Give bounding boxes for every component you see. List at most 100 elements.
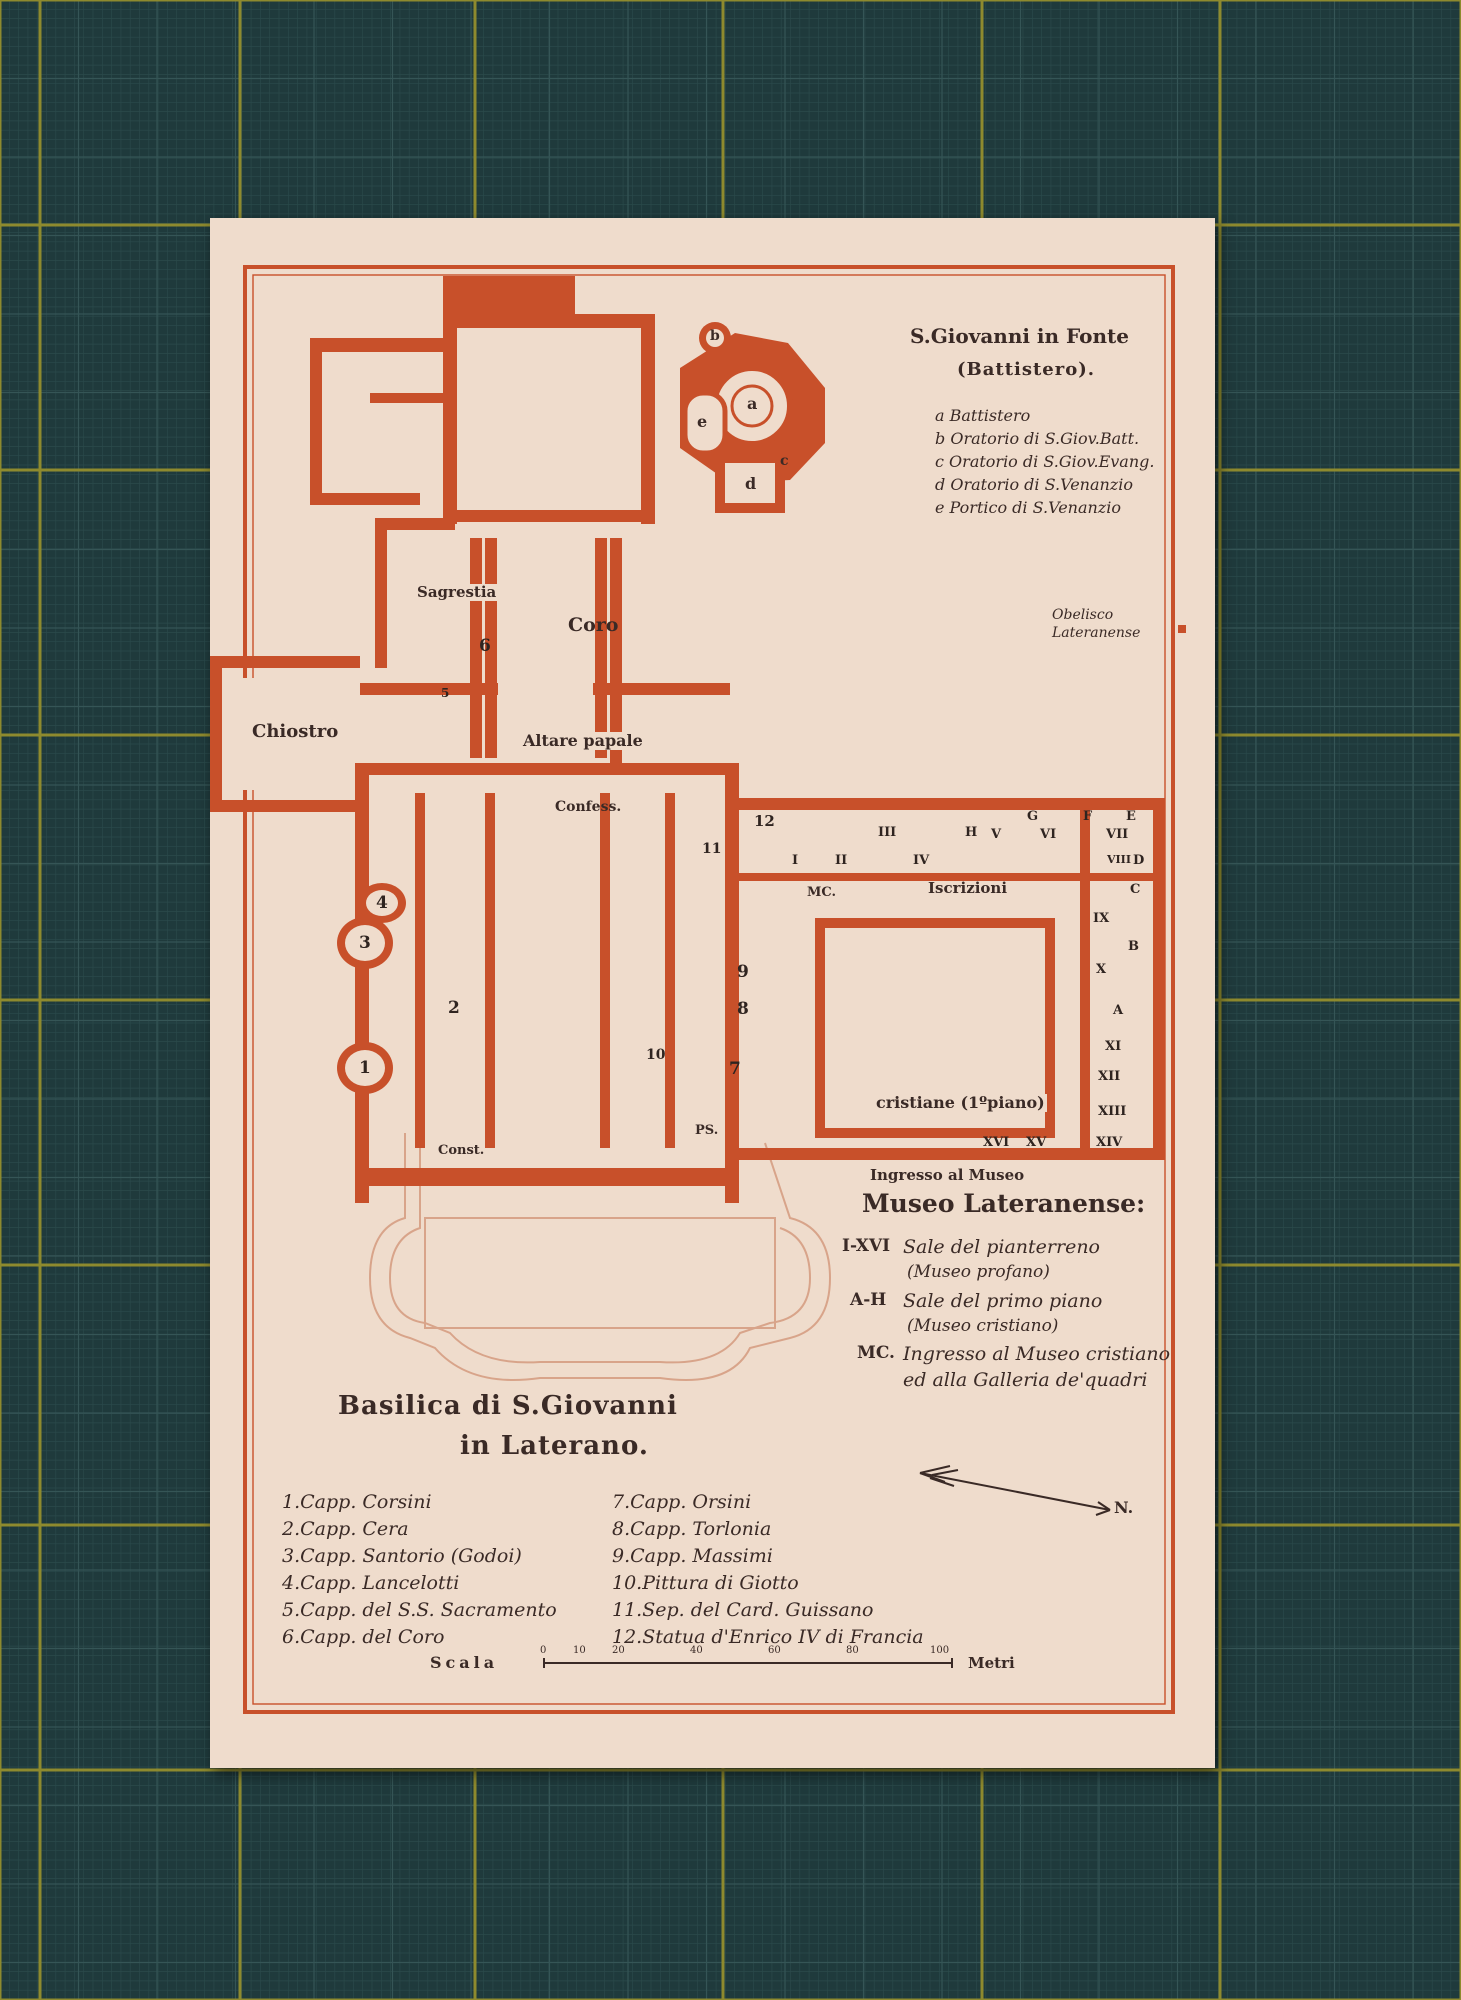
museum-key-3: A-H: [850, 1290, 887, 1310]
baptistery-title: S.Giovanni in Fonte: [910, 324, 1129, 348]
museum-room-II: II: [835, 853, 848, 868]
museum-text-2: (Museo profano): [907, 1262, 1050, 1282]
chapel-legend-9: 9.Capp. Massimi: [612, 1545, 773, 1567]
scale-tick-100: 100: [930, 1645, 950, 1656]
museum-room-XIII: XIII: [1098, 1104, 1127, 1119]
museum-room-A: A: [1113, 1003, 1124, 1018]
baptistery-legend-c: c Oratorio di S.Giov.Evang.: [935, 452, 1155, 471]
chapel-legend-8: 8.Capp. Torlonia: [612, 1518, 772, 1540]
museum-room-X: X: [1096, 962, 1107, 977]
baptistery-letter-e: e: [697, 412, 708, 431]
museum-key-5: MC.: [857, 1343, 895, 1363]
room-iscrizioni: Iscrizioni: [926, 879, 1010, 897]
museum-text-5: Ingresso al Museo cristiano: [903, 1343, 1171, 1365]
scale-tick-0: 0: [540, 1645, 547, 1656]
map-sheet: S.Giovanni in Fonte (Battistero). a Batt…: [210, 218, 1215, 1768]
museum-room-IX: IX: [1093, 911, 1110, 926]
chapel-2: 2: [448, 998, 460, 1018]
museum-text-1: Sale del pianterreno: [903, 1236, 1100, 1258]
chapel-7: 7: [729, 1059, 741, 1079]
museum-room-XIV: XIV: [1096, 1135, 1123, 1150]
museum-room-XV: XV: [1026, 1135, 1047, 1150]
chapel-8: 8: [737, 999, 749, 1019]
chapel-1: 1: [359, 1058, 371, 1078]
scale-bar: [543, 1658, 953, 1668]
museum-room-C: C: [1130, 882, 1141, 897]
museum-room-I: I: [792, 853, 799, 868]
chapel-9: 9: [737, 962, 749, 982]
baptistery-legend-b: b Oratorio di S.Giov.Batt.: [935, 429, 1140, 448]
room-ingresso: Ingresso al Museo: [870, 1166, 1025, 1184]
scale-tick-60: 60: [768, 1645, 781, 1656]
building-interiors: [235, 331, 1042, 1143]
forecourt: [368, 1133, 832, 1381]
floor-plan: [210, 265, 1186, 1714]
room-chiostro: Chiostro: [252, 721, 339, 742]
baptistery-letter-b: b: [710, 328, 720, 344]
room-altare: Altare papale: [520, 732, 646, 750]
museum-room-XI: XI: [1105, 1039, 1122, 1054]
chapel-6: 6: [479, 636, 491, 656]
museum-room-III: III: [878, 825, 897, 840]
room-const: Const.: [438, 1143, 485, 1158]
chapel-legend-3: 3.Capp. Santorio (Godoi): [282, 1545, 522, 1567]
museum-text-4: (Museo cristiano): [907, 1316, 1059, 1336]
chapel-legend-12: 12.Statua d'Enrico IV di Francia: [612, 1626, 924, 1648]
room-cristiane: cristiane (1ºpiano): [874, 1093, 1047, 1112]
museum-text-3: Sale del primo piano: [903, 1290, 1103, 1312]
chapel-legend-11: 11.Sep. del Card. Guissano: [612, 1599, 874, 1621]
north-arrow: [919, 1465, 1111, 1516]
museum-room-G: G: [1027, 809, 1039, 824]
chapel-11: 11: [702, 841, 722, 857]
obelisk-label-2: Lateranense: [1052, 625, 1141, 641]
map-title-line1: Basilica di S.Giovanni: [338, 1391, 678, 1421]
chapel-legend-7: 7.Capp. Orsini: [612, 1491, 752, 1513]
scale-tick-20: 20: [612, 1645, 625, 1656]
chapel-12: 12: [754, 812, 775, 830]
room-sagrestia: Sagrestia: [415, 583, 499, 601]
museum-title: Museo Lateranense:: [862, 1189, 1146, 1218]
scale-tick-10: 10: [573, 1645, 586, 1656]
room-mc: MC.: [807, 885, 837, 900]
museum-room-D: D: [1133, 853, 1145, 868]
museum-room-B: B: [1128, 939, 1139, 954]
map-title-line2: in Laterano.: [460, 1431, 649, 1461]
baptistery-letter-c: c: [780, 453, 789, 469]
room-confess: Confess.: [555, 799, 622, 815]
obelisk-marker: [1178, 625, 1186, 633]
scale-unit: Metri: [968, 1654, 1015, 1672]
museum-room-XVI: XVI: [983, 1135, 1010, 1150]
north-label: N.: [1114, 1498, 1134, 1517]
museum-room-H: H: [965, 825, 978, 840]
room-ps: PS.: [695, 1123, 719, 1138]
museum-room-F: F: [1083, 809, 1093, 824]
chapel-legend-2: 2.Capp. Cera: [282, 1518, 409, 1540]
chapel-legend-4: 4.Capp. Lancelotti: [282, 1572, 460, 1594]
chapel-4: 4: [376, 893, 388, 913]
scale-tick-40: 40: [690, 1645, 703, 1656]
chapel-legend-6: 6.Capp. del Coro: [282, 1626, 445, 1648]
museum-key-1: I-XVI: [842, 1236, 891, 1256]
museum-room-XII: XII: [1098, 1069, 1121, 1084]
baptistery-legend-a: a Battistero: [935, 406, 1031, 425]
museum-room-VI: VI: [1040, 827, 1057, 842]
chapel-legend-5: 5.Capp. del S.S. Sacramento: [282, 1599, 557, 1621]
museum-room-IV: IV: [913, 853, 930, 868]
chapel-3: 3: [359, 933, 371, 953]
scale-label: Scala: [430, 1653, 499, 1672]
museum-room-VIII: VIII: [1107, 853, 1131, 866]
museum-text-6: ed alla Galleria de'quadri: [903, 1369, 1148, 1391]
obelisk-label-1: Obelisco: [1052, 607, 1114, 623]
baptistery-legend-d: d Oratorio di S.Venanzio: [935, 475, 1133, 494]
chapel-legend-1: 1.Capp. Corsini: [282, 1491, 432, 1513]
baptistery-letter-a: a: [747, 394, 758, 413]
museum-room-VII: VII: [1106, 827, 1129, 842]
scale-tick-80: 80: [846, 1645, 859, 1656]
baptistery-subtitle: (Battistero).: [957, 359, 1096, 380]
chapel-legend-10: 10.Pittura di Giotto: [612, 1572, 799, 1594]
baptistery-plan: [680, 322, 825, 513]
museum-room-E: E: [1126, 809, 1136, 824]
baptistery-letter-d: d: [745, 474, 757, 493]
museum-room-V: V: [991, 827, 1002, 842]
chapel-10: 10: [646, 1047, 666, 1063]
